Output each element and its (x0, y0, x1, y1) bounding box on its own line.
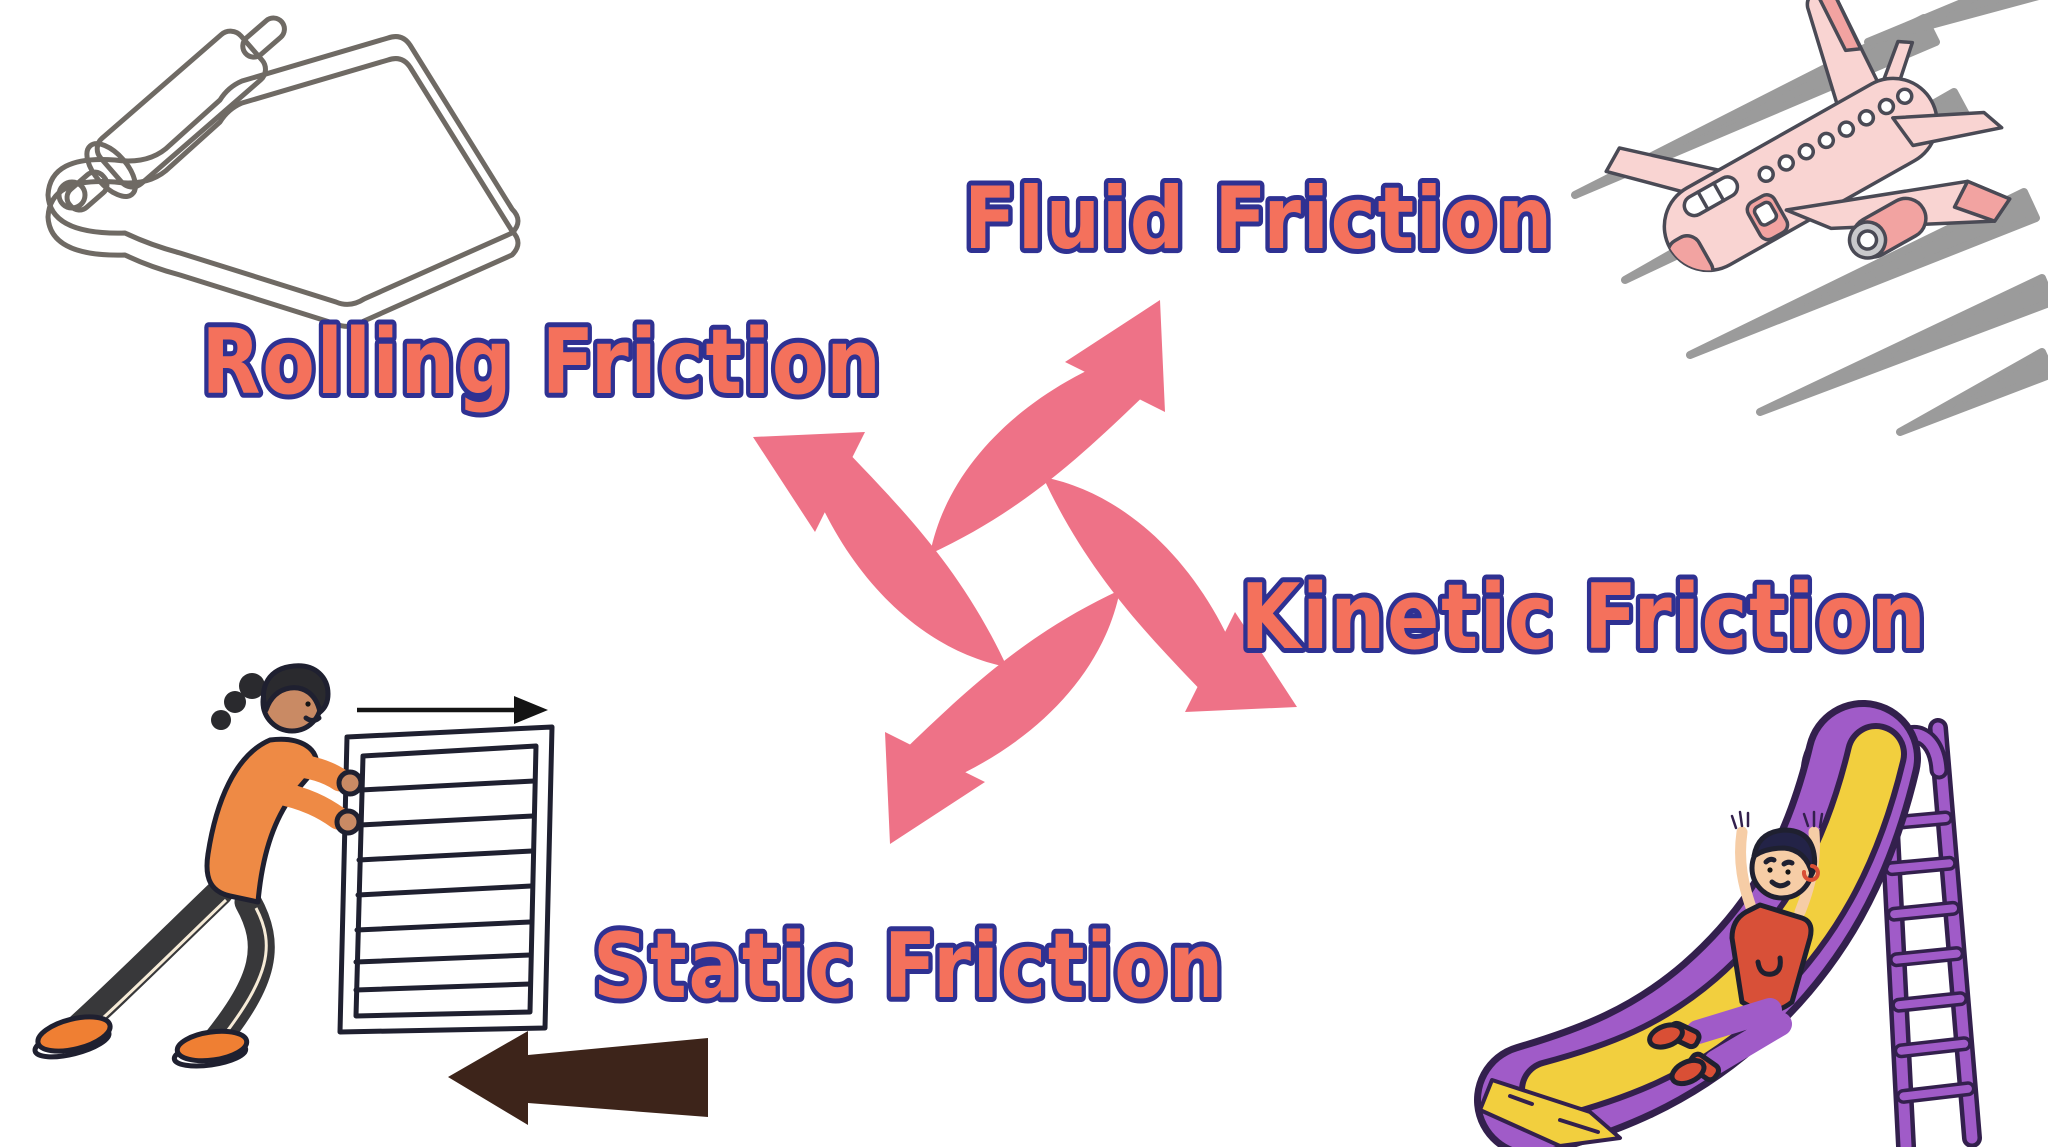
blue-shutter-panel (337, 724, 555, 1035)
kinetic-friction-label: Kinetic Friction (1236, 560, 1931, 675)
static-friction-text: Static Friction (593, 914, 1225, 1019)
rolling-pin (64, 15, 287, 213)
airplane (1604, 0, 2012, 287)
pushing-woman (32, 663, 364, 1069)
engine (1847, 196, 1928, 260)
woman-hair (261, 663, 331, 715)
woman-pushing-blue-shutter-illustration (32, 663, 555, 1069)
child (1647, 810, 1824, 1087)
back-leg (64, 878, 234, 1042)
static-friction-label: Static Friction (588, 909, 1228, 1024)
fluid-friction-label: Fluid Friction (959, 164, 1557, 274)
child-shoe (1647, 1022, 1685, 1050)
sneakers (32, 1014, 250, 1069)
hand (336, 769, 364, 797)
near-tailplane (1891, 110, 2004, 148)
front-leg (201, 888, 275, 1056)
braid (239, 673, 265, 699)
thin-right-arrow-icon (357, 696, 548, 724)
cockpit-window (1682, 175, 1740, 218)
cabin-windows (1757, 87, 1914, 184)
arms (262, 752, 352, 830)
rolling-friction-label: Rolling Friction (197, 305, 886, 420)
airplane-with-speed-streaks-illustration (1571, 0, 2048, 436)
slide-chute (1474, 700, 1921, 1147)
child-sliding-down-slide-illustration (1474, 700, 1982, 1147)
kinetic-friction-text: Kinetic Friction (1241, 565, 1928, 670)
fluid-friction-text: Fluid Friction (964, 169, 1554, 269)
rolling-pin-on-cutting-board-illustration (45, 15, 521, 329)
thick-left-arrow-icon (448, 1031, 708, 1125)
hub-arrows-icon (753, 300, 1297, 844)
rolling-friction-text: Rolling Friction (202, 310, 883, 415)
